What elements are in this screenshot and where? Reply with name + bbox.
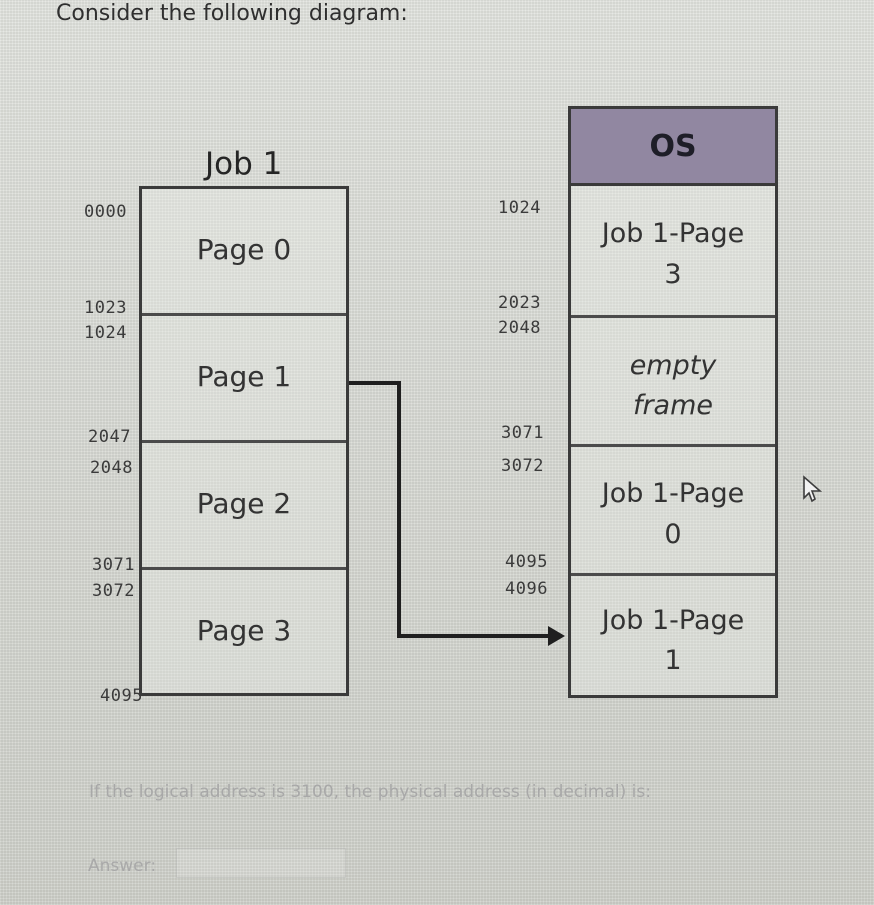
memory-frame-2-end-address: 3071 — [501, 423, 544, 443]
memory-frame-3: Job 1-Page 0 — [571, 447, 775, 576]
memory-frame-4: Job 1-Page 1 — [571, 576, 775, 695]
job-page-3-end-address: 4095 — [100, 686, 143, 706]
memory-frame-1-line-2: 3 — [664, 259, 682, 290]
job-page-1-label: Page 1 — [196, 360, 292, 393]
job-page-1-end-address: 2047 — [88, 427, 131, 447]
job-page-0-end-address: 1023 — [84, 298, 127, 318]
memory-frame-3-end-address: 4095 — [505, 552, 548, 572]
job-page-0: Page 0 — [142, 189, 346, 316]
job-page-3-label: Page 3 — [196, 614, 292, 647]
memory-frame-4-start-address: 4096 — [505, 579, 548, 599]
job-page-3-start-address: 3072 — [92, 581, 135, 601]
memory-frame-4-line-1: Job 1-Page — [601, 605, 745, 636]
arrowhead-icon — [548, 626, 565, 646]
question-prompt: If the logical address is 3100, the phys… — [89, 782, 651, 802]
memory-frame-os-label: OS — [649, 129, 697, 164]
physical-memory-table: OS Job 1-Page 3 empty frame Job 1-Page 0… — [568, 106, 778, 698]
job-page-1-start-address: 1024 — [84, 323, 127, 343]
job-page-2-start-address: 2048 — [90, 458, 133, 478]
job-title: Job 1 — [205, 146, 283, 182]
memory-frame-2-line-2: frame — [632, 390, 714, 421]
answer-input[interactable] — [176, 848, 346, 878]
job-page-0-label: Page 0 — [196, 233, 292, 266]
question-title: Consider the following diagram: — [56, 1, 408, 26]
memory-frame-1-end-address: 2023 — [498, 293, 541, 313]
memory-frame-3-line-2: 0 — [664, 519, 682, 550]
memory-frame-2: empty frame — [571, 318, 775, 447]
job-page-1: Page 1 — [142, 316, 346, 443]
job-page-2-end-address: 3071 — [92, 555, 135, 575]
memory-frame-1-start-address: 1024 — [498, 198, 541, 218]
job-page-2-label: Page 2 — [196, 487, 292, 520]
job-page-3: Page 3 — [142, 570, 346, 698]
memory-frame-3-line-1: Job 1-Page — [601, 478, 745, 509]
memory-frame-1: Job 1-Page 3 — [571, 186, 775, 318]
memory-frame-3-start-address: 3072 — [501, 456, 544, 476]
mouse-pointer-shape — [803, 475, 823, 503]
job-page-table: Page 0 Page 1 Page 2 Page 3 — [139, 186, 349, 696]
job-page-0-start-address: 0000 — [84, 202, 127, 222]
memory-frame-4-line-2: 1 — [664, 645, 682, 676]
mouse-pointer-icon — [803, 475, 823, 503]
memory-frame-os: OS — [571, 109, 775, 186]
answer-label: Answer: — [88, 856, 157, 876]
memory-frame-2-line-1: empty — [629, 350, 717, 381]
job-page-2: Page 2 — [142, 443, 346, 570]
memory-frame-2-start-address: 2048 — [498, 318, 541, 338]
memory-frame-1-line-1: Job 1-Page — [601, 218, 745, 249]
